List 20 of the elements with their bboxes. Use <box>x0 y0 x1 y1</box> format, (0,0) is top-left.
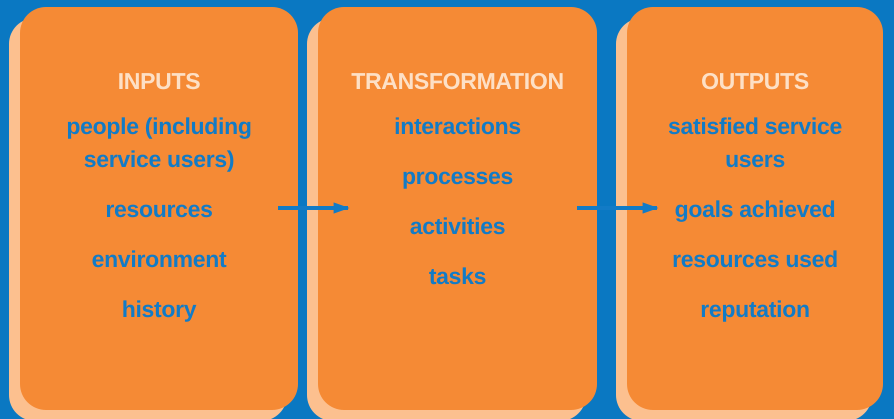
stage-item: goals achieved <box>674 195 836 224</box>
stage-item: activities <box>410 212 506 241</box>
arrow <box>278 202 350 214</box>
arrow <box>577 202 659 214</box>
stage-box <box>318 7 597 410</box>
stage-item: resources used <box>672 245 838 274</box>
stage-item: history <box>122 295 196 324</box>
stage-item: processes <box>402 162 514 191</box>
stage-item: tasks <box>428 262 486 291</box>
stage-item: people (including service users) <box>65 112 253 174</box>
stage-item: satisfied service users <box>667 112 843 174</box>
stage-heading: INPUTS <box>118 67 200 96</box>
stage-item: environment <box>92 245 226 274</box>
stage-heading: TRANSFORMATION <box>351 67 564 96</box>
stage-item: interactions <box>394 112 521 141</box>
stage-item: resources <box>105 195 213 224</box>
stage-item: reputation <box>700 295 810 324</box>
stage-box <box>627 7 883 410</box>
stage-box <box>20 7 298 410</box>
stage-heading: OUTPUTS <box>701 67 809 96</box>
